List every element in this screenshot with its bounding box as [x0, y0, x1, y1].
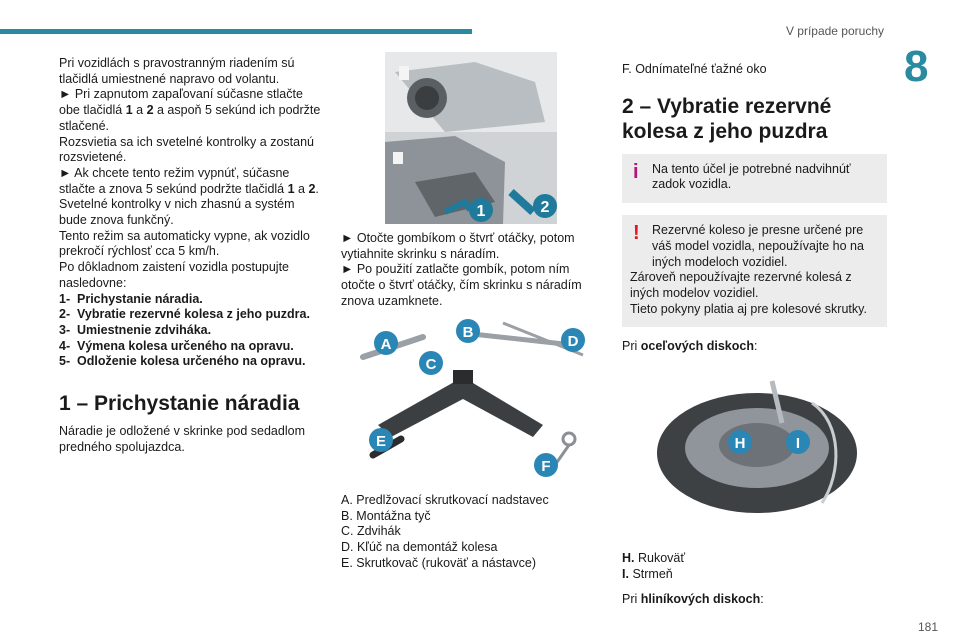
section-heading: 1 – Prichystanie náradia	[59, 392, 300, 416]
tool-label-c: C	[426, 356, 437, 373]
list-item: 3-Umiestnenie zdviháka.	[59, 322, 212, 337]
list-item: A. Predlžovací skrutkovací nadstavec	[341, 493, 549, 507]
tool-label-b: B	[463, 324, 474, 341]
tools-list: A. Predlžovací skrutkovací nadstavec B. …	[341, 493, 606, 572]
paragraph: ► Otočte gombíkom o štvrť otáčky, potom …	[341, 231, 575, 261]
section-heading: 2 – Vybratie rezervné kolesa z jeho puzd…	[622, 94, 832, 143]
steps-list: 1-Prichystanie náradia. 2-Vybratie rezer…	[59, 292, 321, 371]
column-1: Pri vozidlách s pravostranným riadením s…	[59, 56, 321, 455]
header-accent-bar	[0, 29, 472, 34]
column-3: F. Odnímateľné ťažné oko 2 – Vybratie re…	[622, 62, 887, 608]
warning-text: Zároveň nepoužívajte rezervné kolesá z i…	[630, 270, 852, 300]
warning-note: ! Rezervné koleso je presne určené pre v…	[622, 215, 887, 328]
chapter-number: 8	[904, 42, 929, 91]
paragraph: Pri oceľových diskoch:	[622, 339, 758, 354]
list-item: F. Odnímateľné ťažné oko	[622, 62, 767, 76]
paragraph: Tento režim sa automaticky vypne, ak voz…	[59, 228, 310, 259]
tool-label-f: F	[541, 458, 550, 475]
wheel-label-h: H	[735, 435, 746, 452]
list-item: C. Zdvihák	[341, 524, 401, 539]
warning-icon: !	[633, 222, 640, 245]
toolbox-illustration: 1 2	[385, 52, 557, 224]
tool-label-a: A	[381, 336, 392, 353]
paragraph: ► Ak chcete tento režim vypnúť, súčasne …	[59, 165, 319, 196]
paragraph: Náradie je odložené v skrinke pod sedadl…	[59, 424, 305, 454]
list-item: H. Rukoväť	[622, 551, 686, 566]
list-item: 5-Odloženie kolesa určeného na opravu.	[59, 354, 306, 369]
info-note: i Na tento účel je potrebné nadvihnúť za…	[622, 153, 887, 204]
page-number: 181	[917, 620, 938, 634]
paragraph: ► Pri zapnutom zapaľovaní súčasne stlačt…	[59, 87, 321, 133]
parts-list: H. Rukoväť I. Strmeň	[622, 551, 887, 582]
wheel-label-i: I	[796, 435, 800, 452]
paragraph: Po dôkladnom zaistení vozidla postupujte…	[59, 260, 290, 290]
section-title: V prípade poruchy	[785, 24, 884, 38]
list-item: B. Montážna tyč	[341, 508, 431, 523]
paragraph: ► Po použití zatlačte gombík, potom ním …	[341, 262, 582, 308]
paragraph: Pri vozidlách s pravostranným riadením s…	[59, 56, 295, 86]
callout-1: 1	[477, 203, 486, 220]
paragraph: Pri hliníkových diskoch:	[622, 592, 764, 607]
warning-text: Rezervné koleso je presne určené pre váš…	[652, 223, 864, 269]
info-icon: i	[633, 160, 639, 183]
tool-label-d: D	[568, 333, 579, 350]
tool-label-e: E	[376, 433, 386, 450]
warning-text: Tieto pokyny platia aj pre kolesové skru…	[630, 301, 867, 316]
paragraph: Svetelné kontrolky v nich zhasnú a systé…	[59, 197, 295, 228]
tools-illustration: A B C D E F	[343, 315, 593, 485]
paragraph: Rozsvietia sa ich svetelné kontrolky a z…	[59, 134, 314, 165]
list-item: D. Kľúč na demontáž kolesa	[341, 540, 498, 555]
list-item: 1-Prichystanie náradia.	[59, 291, 203, 306]
list-item: 2-Vybratie rezervné kolesa z jeho puzdra…	[59, 307, 310, 322]
list-item: E. Skrutkovač (rukoväť a nástavce)	[341, 555, 537, 570]
spare-wheel-illustration: H I	[652, 363, 862, 533]
list-item: I. Strmeň	[622, 566, 673, 581]
callout-2: 2	[541, 199, 550, 216]
list-item: 4-Výmena kolesa určeného na opravu.	[59, 338, 294, 353]
